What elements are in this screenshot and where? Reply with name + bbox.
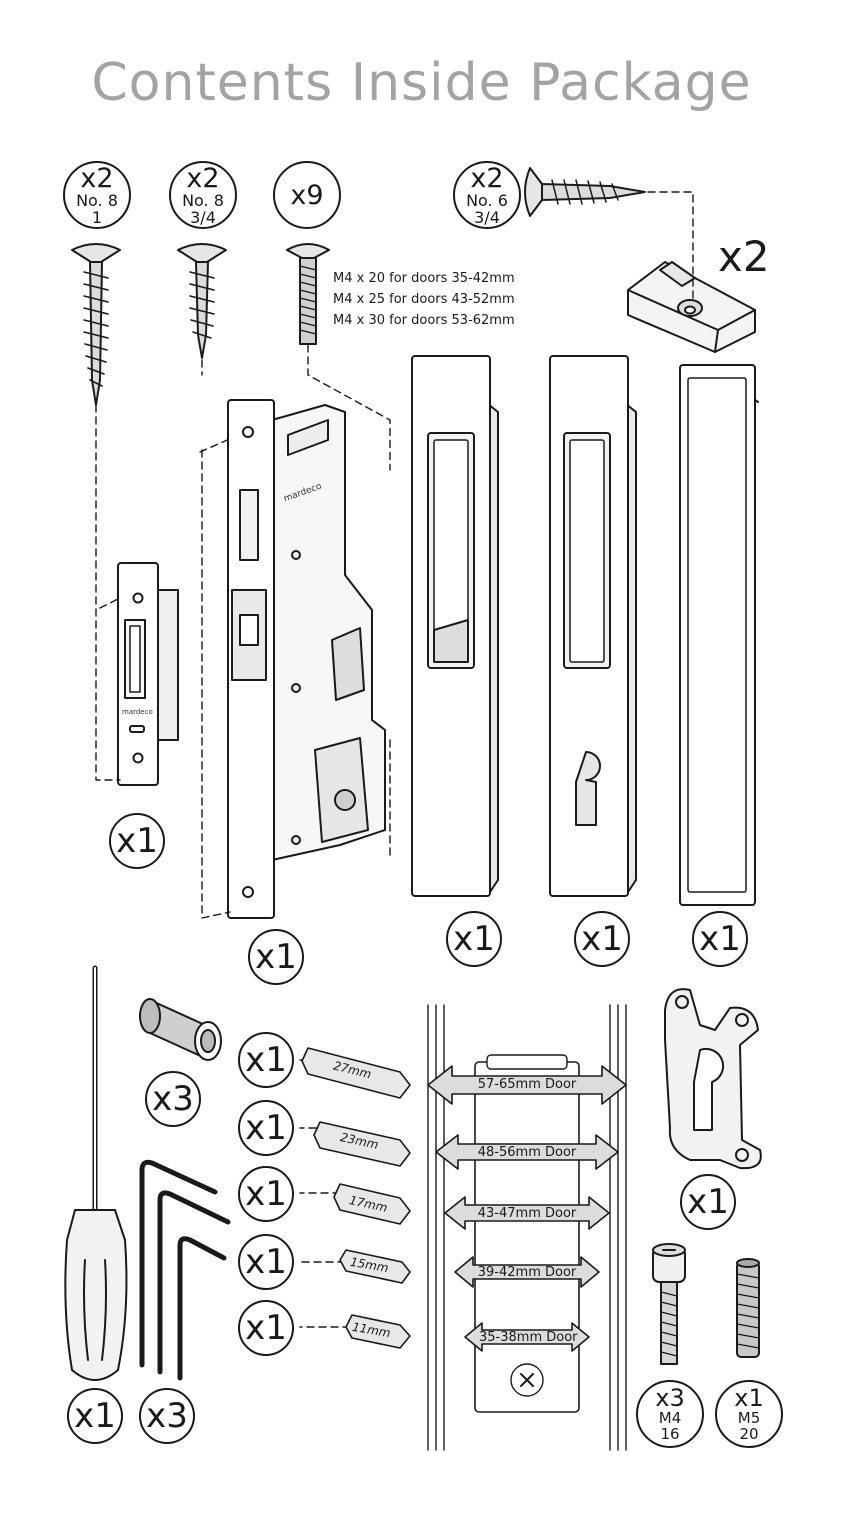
badge-cylinder-pull: x1: [574, 911, 630, 967]
badge-trim-frame: x1: [692, 911, 748, 967]
mortise-lock-body: [227, 399, 386, 919]
bolt-spec-list: M4 x 20 for doors 35-42mm M4 x 25 for do…: [333, 268, 515, 331]
strike-plate: [117, 562, 179, 786]
badge-pin-23: x1: [238, 1100, 294, 1156]
badge-cap-screw-m4: x3 M4 16: [636, 1380, 704, 1448]
badge-lock-body: x1: [248, 929, 304, 985]
page-title: Contents Inside Package: [91, 53, 752, 113]
door-label-48-56: 48-56mm Door: [477, 1145, 577, 1160]
badge-count: x1: [74, 1396, 116, 1436]
brand-label-strike: mardeco: [122, 708, 153, 716]
cylinder-pull-handle: [549, 355, 637, 897]
badge-count: x9: [290, 179, 324, 211]
badge-pin-27: x1: [238, 1032, 294, 1088]
mounting-bracket: [627, 261, 756, 353]
badge-screw-no8-1: x2 No. 8 1: [63, 161, 131, 229]
badge-count: x2: [80, 162, 114, 194]
cylinder-housing: [664, 988, 762, 1170]
cap-screw-m4: [652, 1243, 686, 1365]
badge-count: x2: [186, 162, 220, 194]
badge-count: x1: [116, 821, 158, 861]
bolt-spec-3: M4 x 30 for doors 53-62mm: [333, 313, 515, 328]
badge-count: x1: [245, 1242, 287, 1282]
badge-cylinder-housing: x1: [680, 1174, 736, 1230]
badge-count: x1: [245, 1040, 287, 1080]
count-bracket: x2: [718, 232, 770, 281]
flush-pull-handle: [411, 355, 499, 897]
trim-frame: [679, 364, 759, 906]
badge-count: x1: [699, 919, 741, 959]
badge-count: x1: [581, 919, 623, 959]
badge-count: x2: [470, 162, 504, 194]
badge-count: x3: [655, 1384, 685, 1412]
badge-allen-keys: x3: [139, 1388, 195, 1444]
wood-screw-no6-34: [524, 167, 646, 217]
threaded-sleeve: [139, 998, 222, 1061]
hex-pins: [301, 1047, 411, 1349]
badge-sleeve: x3: [145, 1071, 201, 1127]
badge-strike: x1: [109, 813, 165, 869]
badge-screw-no8-34: x2 No. 8 3/4: [169, 161, 237, 229]
door-label-43-47: 43-47mm Door: [477, 1206, 577, 1221]
badge-bolt-m4: x9: [273, 161, 341, 229]
badge-length: 1: [91, 207, 103, 227]
badge-screwdriver: x1: [67, 1388, 123, 1444]
wood-screw-no8-34: [177, 243, 227, 359]
grub-screw-m5: [736, 1258, 760, 1358]
badge-length: 3/4: [474, 207, 500, 227]
screwdriver: [64, 965, 128, 1381]
badge-count: x1: [734, 1384, 764, 1412]
badge-size: No. 8: [76, 190, 118, 210]
badge-screw-no6-34: x2 No. 6 3/4: [453, 161, 521, 229]
allen-keys: [139, 1159, 231, 1381]
badge-count: x1: [255, 937, 297, 977]
badge-count: x1: [245, 1308, 287, 1348]
badge-count: x1: [453, 919, 495, 959]
badge-pull-handle: x1: [446, 911, 502, 967]
badge-size: M4: [658, 1409, 682, 1427]
badge-length: 3/4: [190, 207, 216, 227]
badge-pin-17: x1: [238, 1166, 294, 1222]
badge-count: x3: [152, 1079, 194, 1119]
machine-bolt-m4: [286, 243, 330, 345]
badge-pin-11: x1: [238, 1300, 294, 1356]
door-label-35-38: 35-38mm Door: [479, 1330, 578, 1345]
badge-pin-15: x1: [238, 1234, 294, 1290]
badge-length: 20: [739, 1425, 759, 1443]
badge-count: x1: [245, 1174, 287, 1214]
badge-size: M5: [737, 1409, 761, 1427]
badge-size: No. 6: [466, 190, 508, 210]
badge-grub-m5: x1 M5 20: [715, 1380, 783, 1448]
door-cross-section: [427, 1004, 627, 1451]
badge-count: x3: [146, 1396, 188, 1436]
badge-count: x1: [687, 1182, 729, 1222]
badge-length: 16: [660, 1425, 680, 1443]
bolt-spec-1: M4 x 20 for doors 35-42mm: [333, 271, 515, 286]
door-label-39-42: 39-42mm Door: [477, 1265, 577, 1280]
bolt-spec-2: M4 x 25 for doors 43-52mm: [333, 292, 515, 307]
badge-count: x1: [245, 1108, 287, 1148]
wood-screw-no8-1: [71, 243, 121, 406]
door-width-arrows: [427, 1065, 627, 1352]
badge-size: No. 8: [182, 190, 224, 210]
door-label-57-65: 57-65mm Door: [477, 1077, 577, 1092]
